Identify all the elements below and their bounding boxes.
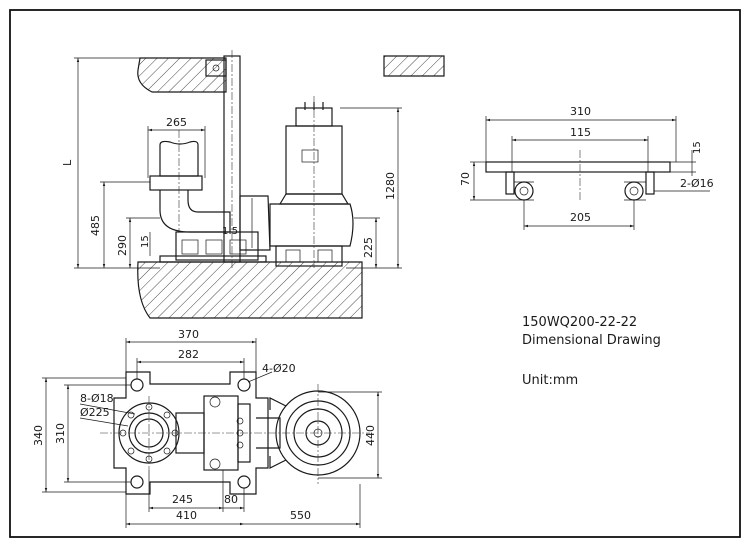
dim-485: 485 [89, 215, 102, 236]
bracket-plate [485, 161, 671, 173]
dim-410: 410 [176, 509, 197, 522]
ceiling-slab [137, 57, 227, 93]
pump-coupling [239, 195, 271, 251]
dim-265: 265 [166, 116, 187, 129]
base-plate [113, 371, 269, 495]
dim-15-top: 15 [692, 141, 703, 154]
dim-225: 225 [362, 237, 375, 258]
dim-340: 340 [32, 425, 45, 446]
dim-310-plan: 310 [54, 423, 67, 444]
corner-hole [237, 378, 251, 392]
dim-310-top: 310 [570, 105, 591, 118]
corner-hole [130, 378, 144, 392]
dim-282: 282 [178, 348, 199, 361]
ground-slab [137, 261, 363, 319]
corner-hole [237, 475, 251, 489]
dim-8-holes: 8-Ø18 [80, 392, 114, 405]
drawing-frame [9, 9, 741, 538]
rail-hole-right [624, 181, 644, 201]
slab-section [383, 55, 445, 77]
discharge-flange [149, 175, 203, 191]
dim-440: 440 [364, 425, 377, 446]
dim-2-holes: 2-Ø16 [680, 177, 714, 190]
drawing-title: Dimensional Drawing [522, 333, 661, 348]
rail-hole-left [514, 181, 534, 201]
pump-volute [269, 203, 354, 247]
dim-1280: 1280 [384, 172, 397, 200]
slope-label: 1:5 [222, 226, 238, 237]
dim-15: 15 [140, 235, 151, 248]
corner-hole [130, 475, 144, 489]
dim-245: 245 [172, 493, 193, 506]
model-number: 150WQ200-22-22 [522, 315, 637, 330]
dim-70: 70 [459, 172, 472, 186]
dim-225-dia: Ø225 [80, 406, 110, 419]
elbow-pipe [159, 190, 231, 233]
rail-bracket [205, 59, 227, 77]
coupling-base [175, 231, 259, 261]
dim-115: 115 [570, 126, 591, 139]
dim-4-holes: 4-Ø20 [262, 362, 296, 375]
side-view: L 485 290 15 265 1:5 1280 225 [61, 50, 402, 319]
dim-L: L [61, 159, 74, 166]
dim-205: 205 [570, 211, 591, 224]
dim-290: 290 [116, 235, 129, 256]
dim-80: 80 [224, 493, 238, 506]
unit-label: Unit:mm [522, 373, 578, 388]
dim-370: 370 [178, 328, 199, 341]
dim-550: 550 [290, 509, 311, 522]
plan-view: 370 282 4-Ø20 8-Ø18 Ø225 340 310 440 245… [32, 328, 382, 528]
pump-base [275, 245, 343, 267]
bracket-view: 310 115 15 70 2-Ø16 205 [459, 105, 714, 230]
